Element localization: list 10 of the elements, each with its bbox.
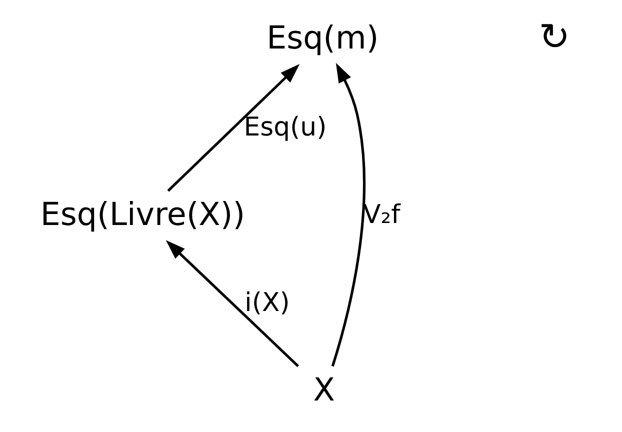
edge-label: i(X) xyxy=(244,288,290,318)
edge-label: Esq(u) xyxy=(243,112,326,142)
edge-label: V₂f xyxy=(362,200,400,230)
label: ↻ xyxy=(538,14,570,58)
arrow xyxy=(166,64,300,192)
node-text: Esq(m) xyxy=(266,20,378,56)
arrow xyxy=(330,62,366,367)
arrow xyxy=(165,240,298,368)
node-text: Esq(Livre(X)) xyxy=(40,196,245,233)
node-text: X xyxy=(312,372,334,408)
